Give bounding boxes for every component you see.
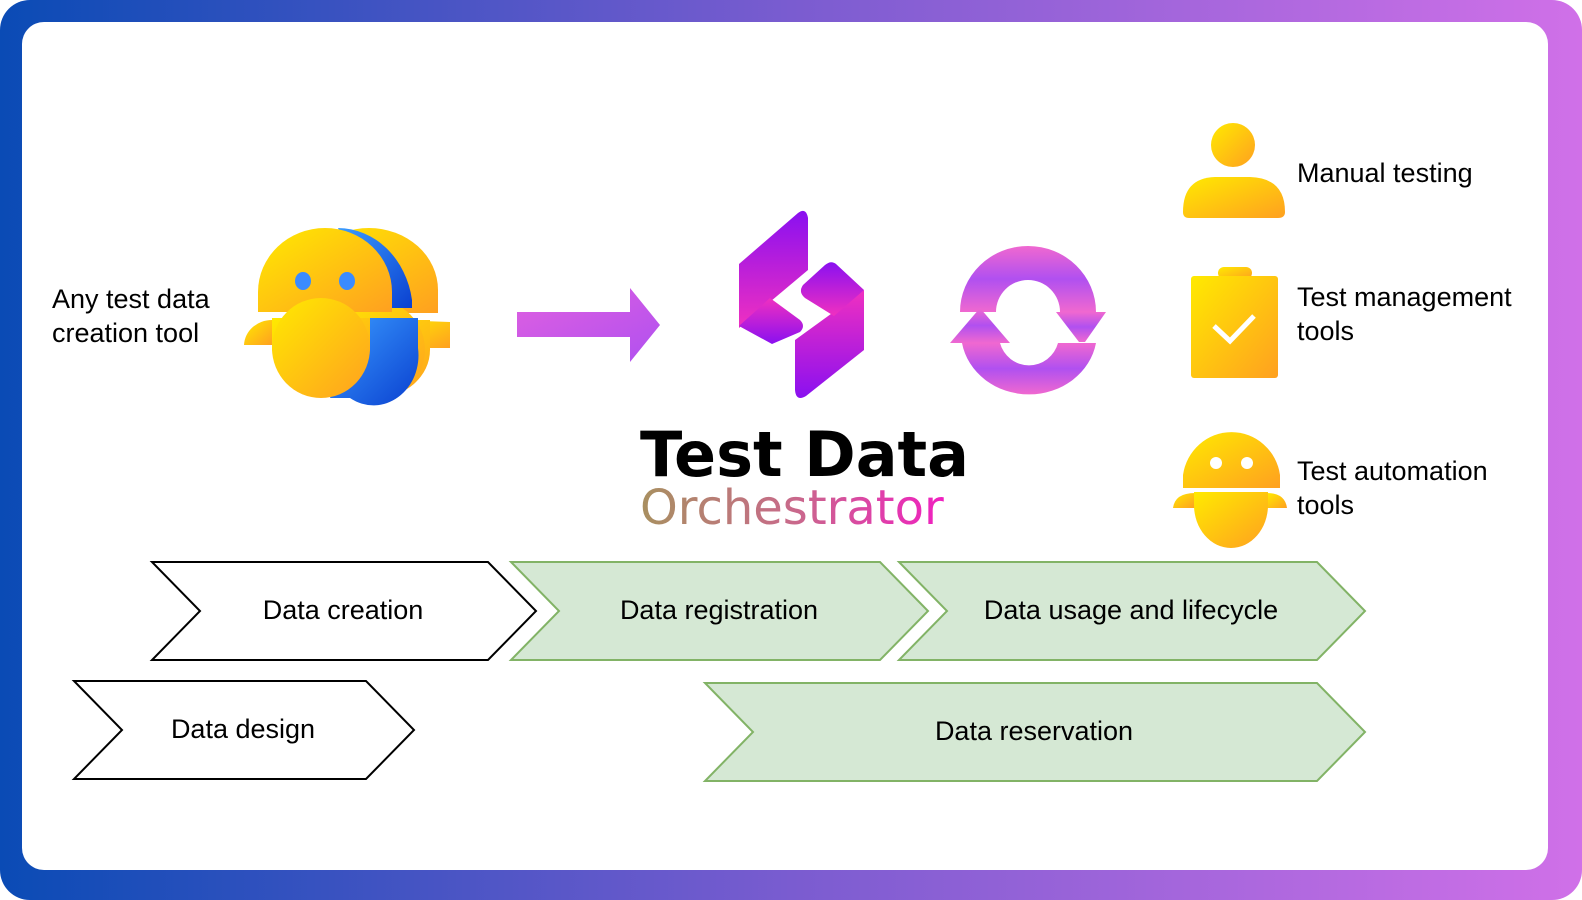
phase-data-design: Data design: [71, 680, 416, 780]
refresh-cycle-icon: [950, 246, 1106, 395]
person-icon: [1183, 123, 1285, 218]
phase-data-usage: Data usage and lifecycle: [896, 561, 1367, 661]
phase-label: Data design: [171, 714, 315, 744]
target-label-test-automation-line2: tools: [1297, 490, 1354, 520]
target-label-test-automation-line1: Test automation: [1297, 456, 1488, 486]
phase-data-reservation: Data reservation: [702, 682, 1367, 782]
source-label-line2: creation tool: [52, 318, 199, 348]
phase-label: Data creation: [263, 595, 424, 625]
tdo-logo-icon: [739, 210, 864, 398]
phase-data-registration: Data registration: [508, 561, 930, 661]
phase-label: Data usage and lifecycle: [984, 595, 1278, 625]
phase-data-creation: Data creation: [149, 561, 538, 661]
flow-arrow-icon: [517, 288, 660, 362]
clipboard-check-icon: [1191, 267, 1278, 378]
target-label-manual-testing: Manual testing: [1297, 158, 1473, 188]
logo-title-line1: Test Data: [640, 418, 969, 491]
robot-icon: [244, 228, 450, 406]
target-label-test-management-line1: Test management: [1297, 282, 1512, 312]
robot-icon: [1173, 432, 1287, 548]
source-label-line1: Any test data: [52, 284, 211, 314]
phase-label: Data registration: [620, 595, 818, 625]
target-label-test-management-line2: tools: [1297, 316, 1354, 346]
logo-title-line2: Orchestrator: [640, 480, 944, 536]
phase-label: Data reservation: [935, 716, 1133, 746]
